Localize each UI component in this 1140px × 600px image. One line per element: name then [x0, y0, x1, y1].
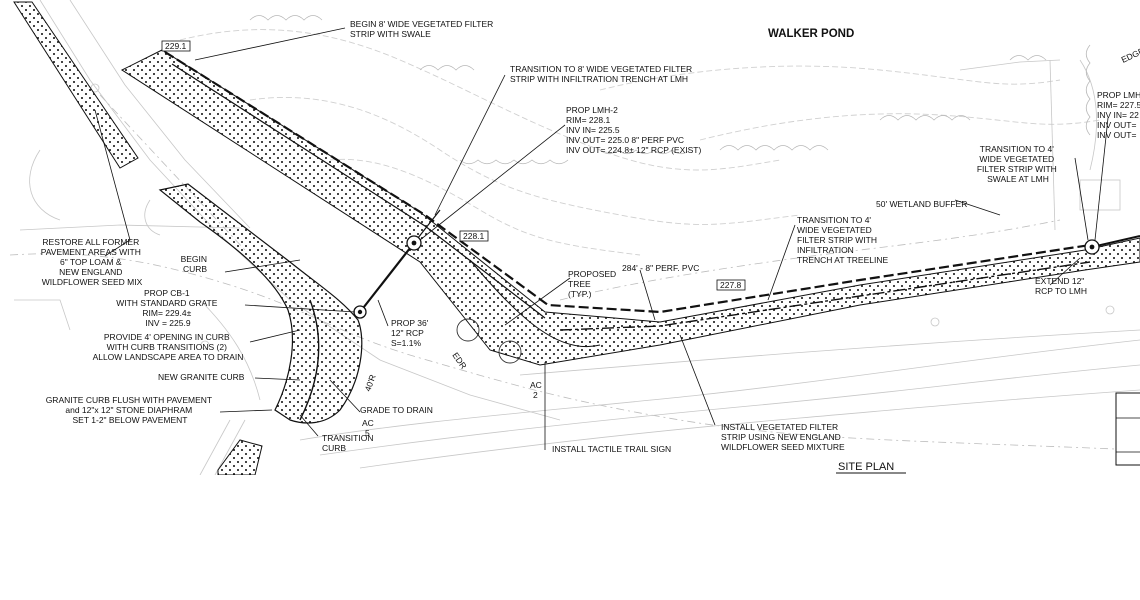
title-walker-pond: WALKER POND: [768, 28, 854, 40]
upper-left-strip: [13, 1, 139, 169]
ac-label-5: AC 5: [362, 418, 376, 438]
note-wetland-buffer: 50' WETLAND BUFFER: [876, 199, 967, 209]
note-proposed-tree: PROPOSED TREE (TYP.): [568, 269, 619, 299]
note-begin-filter-strip: BEGIN 8' WIDE VEGETATED FILTER STRIP WIT…: [350, 19, 496, 39]
structures: [353, 235, 1100, 364]
note-install-filter-strip: INSTALL VEGETATED FILTER STRIP USING NEW…: [721, 422, 845, 452]
radius-label: 40'R: [362, 373, 377, 393]
lower-left-strip: [217, 439, 263, 475]
vegetated-filter-strips: [13, 1, 1140, 475]
leader-lines: [94, 27, 1109, 450]
note-begin-curb: BEGIN CURB: [181, 254, 210, 274]
elevation-228-1: 228.1: [463, 231, 485, 241]
elevation-227-8: 227.8: [720, 280, 742, 290]
cb-landscape-area: [158, 183, 363, 424]
note-restore-pavement: RESTORE ALL FORMER PAVEMENT AREAS WITH 6…: [41, 237, 144, 287]
note-prop-lmh-right: PROP LMH- RIM= 227.5 INV IN= 22 INV OUT=…: [1097, 90, 1140, 140]
ac-label-2: AC 2: [530, 380, 544, 400]
edr-label: EDR: [450, 350, 468, 370]
note-perf-pvc: 284' - 8" PERF. PVC: [622, 263, 699, 273]
main-filter-strip: [120, 49, 1140, 366]
cb1-structure: [353, 305, 367, 319]
note-transition-curb: TRANSITION CURB: [322, 433, 376, 453]
edge-lines: [164, 51, 1091, 421]
note-prop-36-rcp: PROP 36' 12" RCP S=1.1%: [391, 318, 431, 348]
sheet-title-site-plan: SITE PLAN: [838, 461, 894, 473]
note-transition-4ft-treeline: TRANSITION TO 4' WIDE VEGETATED FILTER S…: [797, 215, 888, 265]
elevation-labels: 229.1 228.1 227.8: [161, 40, 746, 291]
note-prop-cb1: PROP CB-1 WITH STANDARD GRATE RIM= 229.4…: [116, 288, 220, 328]
note-grade-to-drain: GRADE TO DRAIN: [360, 405, 433, 415]
lmh2-structure: [406, 235, 422, 251]
annotation-notes: WALKER POND EDGE BEGIN 8' WIDE VEGETATED…: [41, 19, 1140, 474]
note-transition-infiltration: TRANSITION TO 8' WIDE VEGETATED FILTER S…: [510, 64, 695, 84]
note-curb-opening: PROVIDE 4' OPENING IN CURB WITH CURB TRA…: [93, 332, 244, 362]
note-extend-rcp: EXTEND 12" RCP TO LMH: [1035, 276, 1087, 296]
proposed-tree-icon: [456, 318, 522, 364]
note-install-tactile: INSTALL TACTILE TRAIL SIGN: [552, 444, 671, 454]
elevation-229-1: 229.1: [165, 41, 187, 51]
note-prop-lmh2: PROP LMH-2 RIM= 228.1 INV IN= 225.5 INV …: [566, 105, 701, 155]
edge-partial-label: EDGE: [1120, 45, 1140, 64]
note-granite-flush: GRANITE CURB FLUSH WITH PAVEMENT and 12"…: [46, 395, 215, 425]
lmh-right-structure: [1084, 239, 1100, 255]
legend-partial: [1115, 392, 1140, 466]
note-transition-4ft-swale: TRANSITION TO 4' WIDE VEGETATED FILTER S…: [977, 144, 1059, 184]
background-linework: [9, 0, 1140, 475]
note-new-granite-curb: NEW GRANITE CURB: [158, 372, 245, 382]
